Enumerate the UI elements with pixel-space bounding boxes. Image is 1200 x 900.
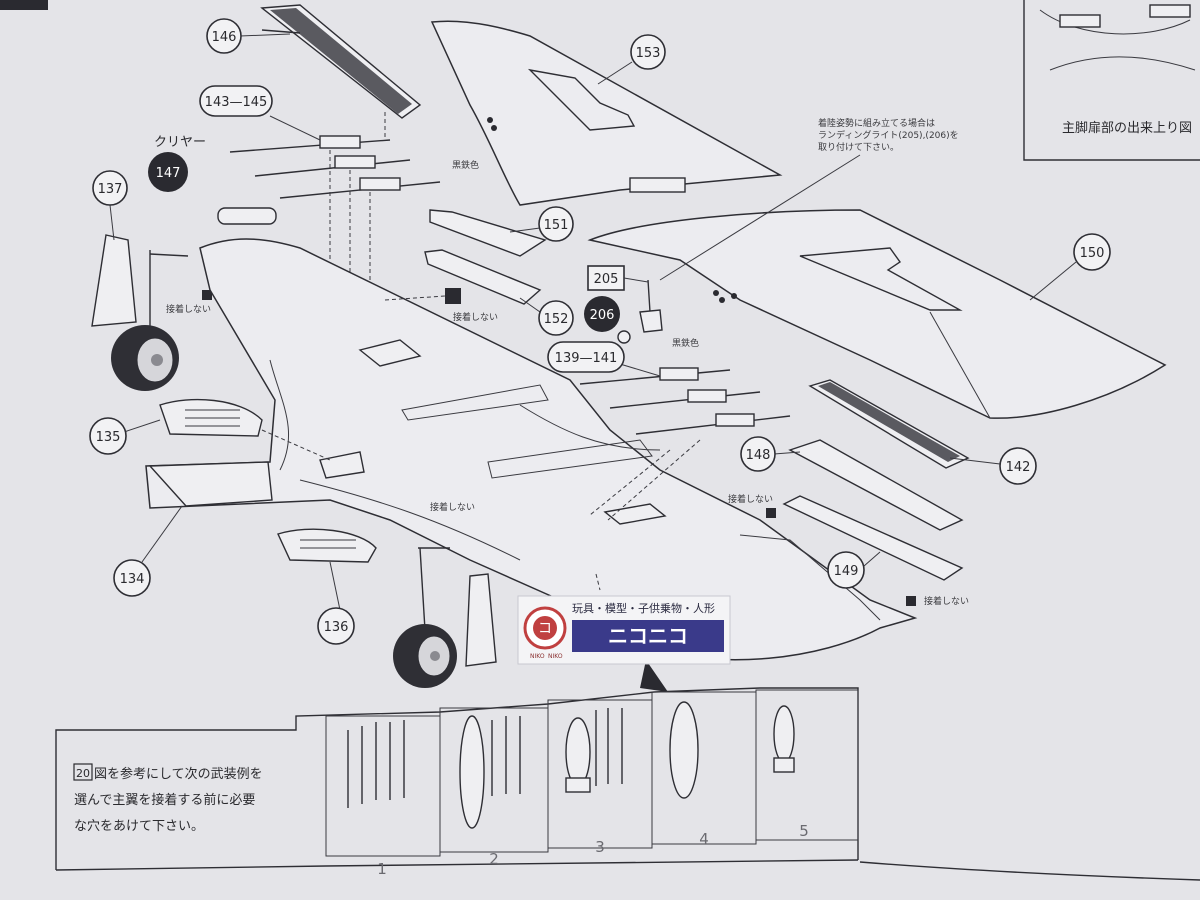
bubble-206 [584,296,620,332]
part-147-clear-lens [217,207,277,225]
bubble-135 [89,417,127,455]
callout-136: 136 [324,620,349,635]
callout-150: 150 [1080,246,1105,261]
option-2-tank-rockets [459,715,521,829]
part-134-wing-panel [148,461,273,507]
callout-205: 205 [594,272,619,287]
part-205-landing-light [639,279,663,333]
part-151-flap [429,209,547,257]
bubble-142 [999,447,1037,485]
part-148-flap [788,439,964,531]
part-143-145-machine-guns [229,112,441,345]
landing-light-note-1: 着陸姿勢に組み立てる場合は [818,117,935,129]
bubble-143-145 [199,85,273,117]
bubble-137 [92,170,128,206]
bubble-139-141 [547,341,625,373]
bubble-149 [827,551,865,589]
part-153-upper-wing-left [430,20,783,206]
no-glue-marker-4 [906,596,916,606]
part-149-aileron [782,495,964,581]
option-label-5: 5 [799,822,809,840]
option-4-drop-tank [669,701,699,799]
bubble-136 [317,607,355,645]
no-glue-marker-1 [202,290,212,300]
callout-143-145: 143—145 [205,95,268,110]
sticker-tagline: 玩具・模型・子供乗物・人形 [572,601,715,615]
callout-148: 148 [746,448,771,463]
bubble-147 [148,152,188,192]
callout-153: 153 [636,46,661,61]
callout-147: 147 [156,166,181,181]
arrow-icon [640,660,668,692]
callouts: 146 143—145 147 137 153 151 152 150 205 … [89,18,1111,645]
option-label-4: 4 [699,830,709,848]
bubble-151 [538,206,574,242]
callout-142: 142 [1006,460,1031,475]
option-label-1: 1 [377,860,387,878]
clear-note: クリヤー [154,135,206,150]
option-5-bomb [773,705,795,773]
bubble-148 [740,436,776,472]
callout-151: 151 [544,218,569,233]
option-label-3: 3 [595,838,605,856]
sticker-brand: ニコニコ [608,624,688,648]
landing-light-note-3: 取り付けて下さい。 [818,142,899,153]
no-glue-note-1: 接着しない [166,303,211,315]
callout-135: 135 [96,430,121,445]
callout-149: 149 [834,564,859,579]
no-glue-marker-2 [445,288,461,304]
bubble-150 [1073,233,1111,271]
no-glue-note-3: 接着しない [728,493,773,505]
no-glue-note-2: 接着しない [453,311,498,323]
no-glue-note-4: 接着しない [924,595,969,607]
callout-152: 152 [544,312,569,327]
option-label-2: 2 [489,850,499,868]
instruction-line-2: 選んで主翼を接着する前に必要 [74,792,255,808]
right-main-wheel [393,547,497,688]
sticker-ring-right: NIKO [548,653,563,660]
option-1-rockets [347,720,405,808]
callout-146: 146 [212,30,237,45]
part-135-gear-door [159,398,263,437]
instruction-line-3: な穴をあけて下さい。 [74,819,204,834]
armament-table: 1 2 3 4 5 20 図を参考にして次の武装例を 選んで主翼を接着する前に必… [55,687,859,878]
part-136-gear-door [277,528,377,563]
black-iron-note-2: 黒鉄色 [672,337,699,349]
ref-box [73,763,93,781]
callout-139-141: 139—141 [555,351,618,366]
callout-134: 134 [120,572,145,587]
part-137-gear-door [91,234,137,327]
sticker-logo: コ [538,621,552,637]
lower-wing-center-section [145,238,918,661]
black-iron-note-1: 黒鉄色 [452,159,479,171]
callout-137: 137 [98,182,123,197]
left-main-wheel [111,250,189,391]
part-139-141-machine-guns [579,367,791,521]
bubble-146 [206,18,242,54]
bubble-134 [113,559,151,597]
part-146-gun-cover [260,4,422,119]
inset-main-gear-door: 主脚扉部の出来上り図 [1023,0,1200,161]
part-150-upper-wing-right [587,209,1167,419]
instruction-line-1: 図を参考にして次の武装例を [94,766,263,782]
bubble-153 [630,34,666,70]
part-142-gun-cover [808,379,970,469]
retailer-sticker: コ NIKO NIKO 玩具・模型・子供乗物・人形 ニコニコ [517,595,731,665]
bubble-152 [538,300,574,336]
inset-caption: 主脚扉部の出来上り図 [1062,120,1192,136]
part-152-aileron [424,249,542,305]
instruction-ref: 20 [76,767,90,780]
callout-206: 206 [590,308,615,323]
page-edge-line [859,861,1200,881]
landing-light-note-2: ランディングライト(205),(206)を [818,129,959,141]
part-206-light-lens [617,330,631,344]
no-glue-note-5: 接着しない [430,501,475,513]
option-3-bomb-rockets [565,708,623,793]
page-corner-mark [0,0,48,10]
no-glue-marker-3 [766,508,776,518]
sticker-ring-left: NIKO [530,653,545,660]
